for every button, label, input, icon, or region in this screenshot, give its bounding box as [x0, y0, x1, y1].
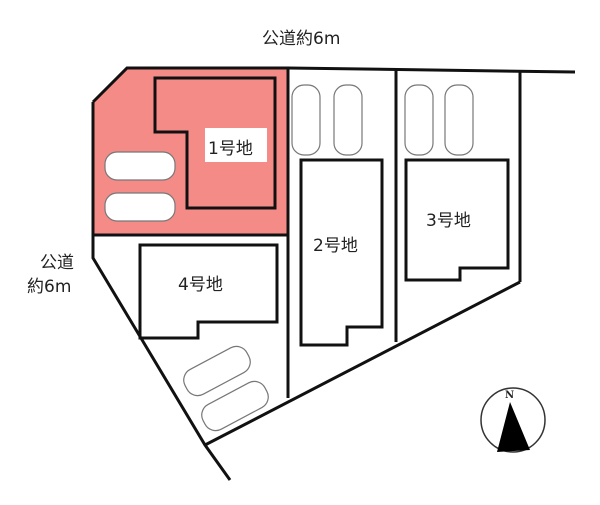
compass	[480, 387, 546, 453]
car-icon	[201, 380, 269, 432]
building-2	[299, 158, 384, 347]
north-arrow-icon	[497, 402, 530, 452]
lot-4-label: 4号地	[178, 275, 223, 295]
building-3	[404, 158, 510, 282]
bottom-boundary	[204, 280, 521, 447]
left-road-label-2: 約6m	[27, 277, 72, 297]
building-1	[153, 76, 277, 210]
lot-1-label-bg	[205, 128, 267, 162]
car-icon	[444, 84, 474, 156]
car-icon	[333, 84, 363, 156]
compass-north-label: N	[505, 390, 515, 401]
car-icon	[104, 151, 176, 181]
left-road-label-1: 公道	[40, 253, 74, 273]
lot-1-label: 1号地	[208, 139, 253, 159]
lot-2-label: 2号地	[313, 236, 358, 256]
car-icon	[404, 84, 434, 156]
left-boundary	[91, 102, 232, 481]
car-icon	[291, 84, 321, 156]
building-4	[138, 243, 279, 340]
top-road-boundary	[91, 66, 576, 104]
lot-3-label: 3号地	[426, 211, 471, 231]
top-road-label: 公道約6m	[262, 29, 341, 49]
car-icon	[183, 345, 251, 397]
car-icon	[104, 192, 176, 222]
